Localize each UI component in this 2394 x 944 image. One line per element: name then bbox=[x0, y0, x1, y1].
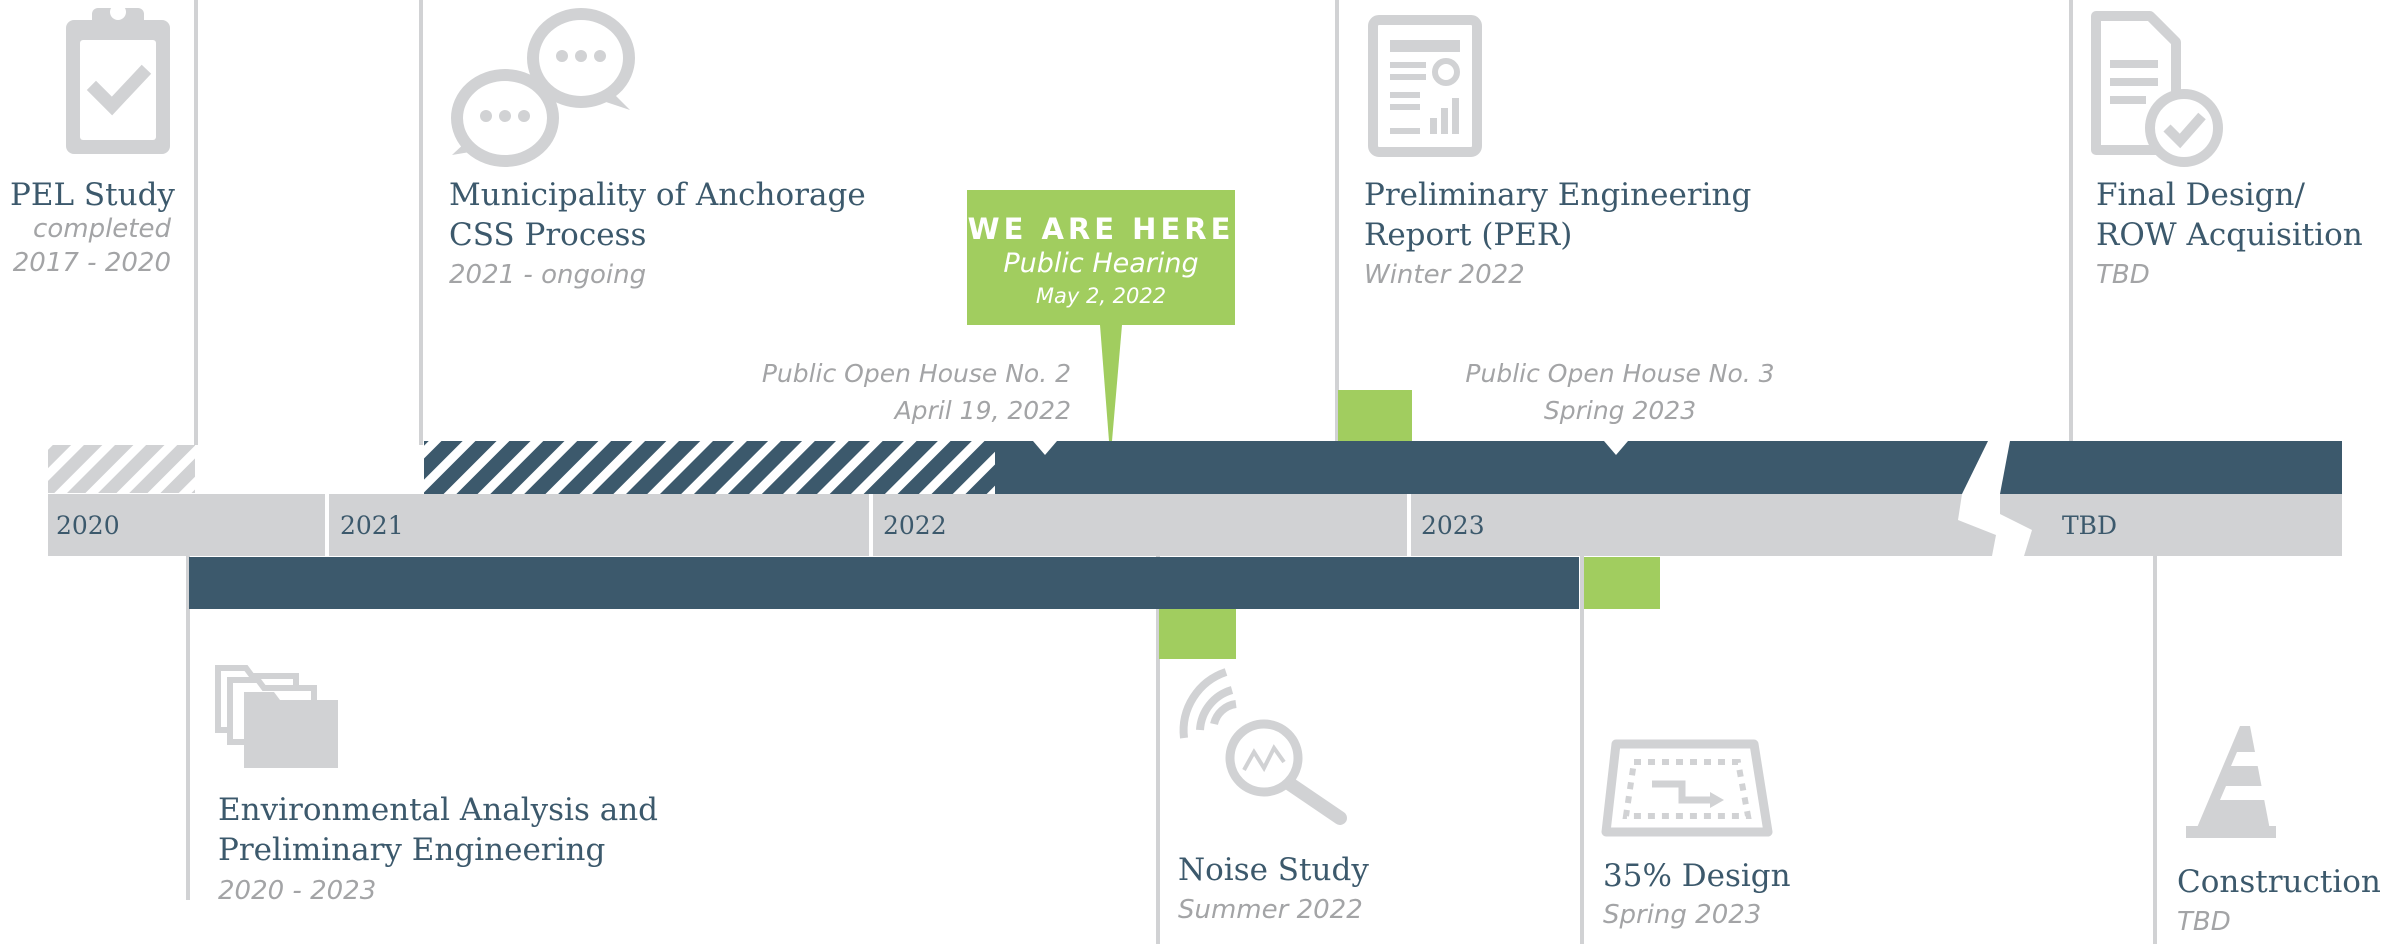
callout-date: May 2, 2022 bbox=[1036, 284, 1166, 308]
year-axis-band bbox=[48, 494, 1996, 556]
noise-title: Noise Study bbox=[1178, 852, 1369, 888]
open-house-2-line-1: Public Open House No. 2 bbox=[762, 359, 1071, 388]
connector-lines bbox=[186, 0, 2157, 944]
open-house-3-marker bbox=[1604, 441, 1628, 455]
document-check-icon bbox=[2091, 11, 2223, 167]
css-bar-hatched bbox=[424, 441, 1004, 494]
env-title-line-2: Preliminary Engineering bbox=[218, 832, 605, 868]
clipboard-check-icon bbox=[66, 4, 170, 154]
year-axis-band-tbd bbox=[2000, 494, 2342, 556]
year-label-tbd: TBD bbox=[2062, 511, 2117, 540]
pel-dates: 2017 - 2020 bbox=[13, 248, 171, 278]
css-bar-solid bbox=[995, 441, 1988, 494]
noise-green-block bbox=[1159, 609, 1236, 659]
per-dates: Winter 2022 bbox=[1364, 260, 1525, 290]
per-green-block bbox=[1338, 390, 1412, 441]
css-title-line-1: Municipality of Anchorage bbox=[449, 177, 866, 213]
year-dividers bbox=[325, 494, 1411, 556]
noise-magnifier-icon bbox=[1179, 668, 1347, 825]
folders-icon bbox=[215, 665, 338, 768]
pel-title: PEL Study bbox=[10, 177, 175, 213]
callout-heading: WE ARE HERE bbox=[968, 212, 1235, 246]
design-dates: Spring 2023 bbox=[1603, 900, 1761, 930]
open-house-3-line-2: Spring 2023 bbox=[1544, 396, 1696, 425]
year-label-2023: 2023 bbox=[1421, 511, 1485, 540]
per-title-line-1: Preliminary Engineering bbox=[1364, 177, 1751, 213]
open-house-3-line-1: Public Open House No. 3 bbox=[1465, 359, 1774, 388]
env-title-line-1: Environmental Analysis and bbox=[218, 792, 658, 828]
construction-title: Construction bbox=[2177, 864, 2381, 900]
environmental-bar bbox=[189, 557, 1579, 609]
year-label-2022: 2022 bbox=[883, 511, 947, 540]
design-green-block bbox=[1584, 557, 1660, 609]
final-title-line-2: ROW Acquisition bbox=[2096, 217, 2363, 253]
pel-bar-hatched bbox=[48, 445, 195, 493]
final-title-line-1: Final Design/ bbox=[2096, 177, 2305, 213]
open-house-2-marker bbox=[1033, 441, 1057, 455]
traffic-cone-icon bbox=[2186, 726, 2276, 838]
year-label-2020: 2020 bbox=[56, 511, 120, 540]
report-document-icon bbox=[1368, 15, 1482, 157]
css-dates: 2021 - ongoing bbox=[449, 260, 646, 290]
callout-event: Public Hearing bbox=[1003, 248, 1198, 279]
final-dates: TBD bbox=[2096, 260, 2150, 290]
design-title: 35% Design bbox=[1603, 858, 1791, 894]
construction-dates: TBD bbox=[2177, 907, 2231, 937]
callout-pointer bbox=[1100, 325, 1122, 441]
design-plan-icon bbox=[1601, 739, 1773, 837]
per-title-line-2: Report (PER) bbox=[1364, 217, 1572, 253]
css-title-line-2: CSS Process bbox=[449, 217, 646, 253]
final-bar bbox=[2000, 441, 2342, 494]
env-dates: 2020 - 2023 bbox=[218, 876, 376, 906]
year-label-2021: 2021 bbox=[340, 511, 404, 540]
open-house-2-line-2: April 19, 2022 bbox=[893, 396, 1071, 425]
pel-status: completed bbox=[33, 214, 171, 244]
we-are-here-callout: WE ARE HERE Public Hearing May 2, 2022 bbox=[967, 190, 1235, 441]
speech-bubbles-icon bbox=[451, 8, 635, 167]
callout-box bbox=[967, 190, 1235, 325]
noise-dates: Summer 2022 bbox=[1178, 895, 1363, 925]
